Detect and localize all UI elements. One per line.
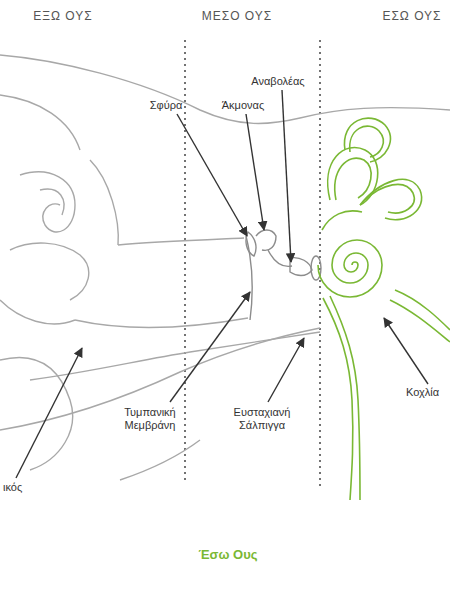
leader-arrow [246, 114, 264, 230]
leader-arrow [177, 114, 247, 236]
caption: Έσω Ους [198, 548, 257, 561]
part-label: Ευσταχιανή Σάλπιγγα [219, 406, 305, 432]
ossicles [246, 230, 321, 320]
part-label: Τυμπανική Μεμβράνη [107, 406, 193, 432]
leader-arrow [16, 348, 82, 478]
part-label: ικός [3, 481, 22, 494]
part-label: Άκμονας [222, 99, 264, 112]
outer-ear-outline [0, 55, 450, 480]
leader-arrow [268, 338, 304, 402]
part-label: Σφύρα [150, 99, 183, 112]
section-heading: ΕΣΩ ΟΥΣ [382, 10, 441, 23]
leader-arrow [170, 292, 250, 402]
part-label: Αναβολέας [251, 75, 304, 88]
leader-arrow [282, 90, 291, 262]
leader-arrows [16, 90, 428, 478]
inner-ear [318, 118, 450, 500]
section-heading: ΕΞΩ ΟΥΣ [33, 10, 92, 23]
part-label: Κοχλία [406, 386, 439, 399]
section-heading: ΜΕΣΟ ΟΥΣ [202, 10, 272, 23]
section-divider [184, 40, 186, 482]
leader-arrow [384, 318, 428, 384]
